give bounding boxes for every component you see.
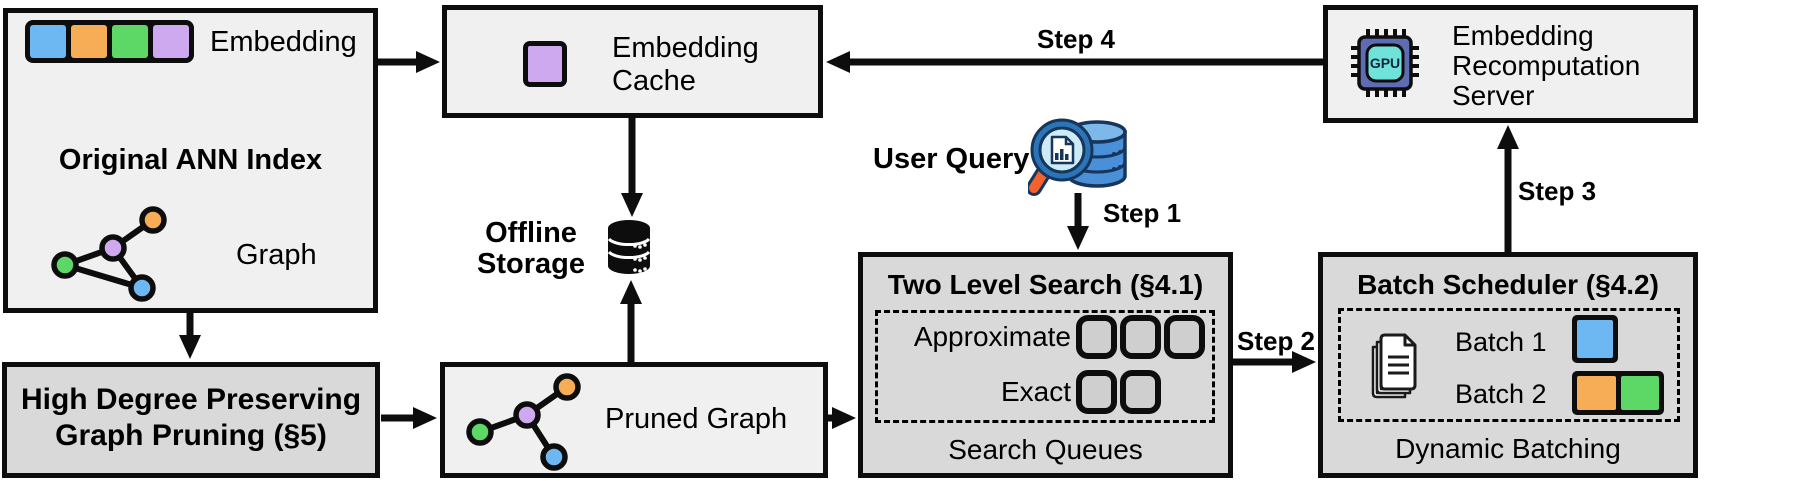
arrow-index-to-pruning — [179, 313, 201, 359]
queue-slot-icon — [1120, 315, 1161, 359]
server-line3: Server — [1452, 80, 1535, 111]
arrow-pruning-to-prunedgraph — [381, 407, 437, 429]
gpu-icon: GPU — [1351, 29, 1419, 97]
embedding-vector-icon — [25, 20, 194, 63]
database-icon — [607, 220, 651, 274]
gpu-text: GPU — [1370, 55, 1400, 71]
arrow-cache-to-storage — [621, 118, 643, 217]
embedding-cell-blue — [30, 25, 66, 58]
storage-line1: Offline — [485, 217, 577, 249]
documents-icon — [1371, 333, 1417, 399]
queue-slot-icon — [1164, 315, 1205, 359]
dynamic-batching-caption: Dynamic Batching — [1395, 433, 1621, 464]
step3-label: Step 3 — [1518, 176, 1597, 206]
graph-label: Graph — [236, 239, 317, 271]
batch-scheduler-box: Batch Scheduler (§4.2) Batch 1 Batch 2 D… — [1318, 252, 1698, 478]
search-queues-dashed-frame — [875, 310, 1215, 423]
arrow-prunedgraph-to-search — [828, 407, 856, 429]
graph-pruning-box: High Degree Preserving Graph Pruning (§5… — [2, 362, 380, 478]
original-index-title: Original ANN Index — [58, 144, 323, 176]
batch1-cell-blue — [1577, 320, 1613, 358]
batch2-color-icon — [1572, 371, 1664, 415]
step1-label: Step 1 — [1103, 198, 1182, 228]
batch2-label: Batch 2 — [1455, 379, 1547, 409]
arrow-index-to-cache — [378, 51, 440, 73]
two-level-search-title: Two Level Search (§4.1) — [887, 269, 1204, 300]
original-ann-index-box: Embedding Original ANN Index Graph — [3, 8, 378, 313]
exact-label: Exact — [1000, 376, 1071, 407]
queue-slot-icon — [1120, 370, 1161, 414]
batch2-cell-green — [1620, 376, 1659, 410]
query-document — [1050, 135, 1075, 165]
embedding-cache-label: Embedding Cache — [612, 32, 759, 98]
user-query-label: User Query — [873, 143, 1030, 175]
step4-label: Step 4 — [1036, 24, 1116, 54]
graph-pruning-line2: Graph Pruning (§5) — [55, 419, 327, 452]
server-line1: Embedding — [1452, 20, 1594, 51]
recomputation-server-box: GPU Embedding Recomputation Server — [1323, 5, 1698, 123]
cached-embedding-icon — [523, 41, 567, 87]
cache-line2: Cache — [612, 65, 696, 97]
embedding-cell-green — [112, 25, 148, 58]
gpu-pins — [1351, 29, 1419, 97]
embedding-cell-purple — [153, 25, 189, 58]
batch2-cell-orange — [1577, 376, 1616, 410]
batch1-label: Batch 1 — [1455, 327, 1547, 357]
graph-pruning-line1: High Degree Preserving — [20, 383, 362, 416]
embedding-cache-box: Embedding Cache — [442, 5, 823, 118]
batch-scheduler-title: Batch Scheduler (§4.2) — [1357, 269, 1659, 300]
server-line2: Recomputation — [1452, 50, 1641, 81]
embedding-cell-orange — [71, 25, 107, 58]
approximate-label: Approximate — [913, 321, 1071, 352]
arrow-prunedgraph-to-storage — [620, 280, 642, 362]
offline-storage-label: Offline Storage — [466, 218, 596, 280]
queue-slot-icon — [1076, 315, 1117, 359]
step2-label: Step 2 — [1236, 326, 1316, 356]
batch1-color-icon — [1572, 315, 1618, 363]
graph-icon — [51, 206, 167, 302]
server-label: Embedding Recomputation Server — [1452, 21, 1640, 111]
storage-line2: Storage — [477, 248, 585, 280]
approximate-queue-icons — [1076, 315, 1205, 359]
pruned-graph-label: Pruned Graph — [605, 403, 788, 435]
search-queues-caption: Search Queues — [948, 434, 1143, 465]
pruned-graph-icon — [466, 373, 581, 471]
cache-line1: Embedding — [612, 32, 759, 64]
arrow-batch-to-server — [1497, 125, 1519, 252]
query-magnifier-database-icon — [1028, 118, 1127, 196]
queue-slot-icon — [1076, 370, 1117, 414]
exact-queue-icons — [1076, 370, 1161, 414]
two-level-search-box: Two Level Search (§4.1) Approximate Exac… — [858, 252, 1233, 478]
embedding-label: Embedding — [210, 26, 357, 58]
graph-pruning-title: High Degree Preserving Graph Pruning (§5… — [7, 382, 375, 454]
dynamic-batching-dashed-frame — [1338, 308, 1680, 422]
pruned-graph-box: Pruned Graph — [440, 362, 828, 478]
